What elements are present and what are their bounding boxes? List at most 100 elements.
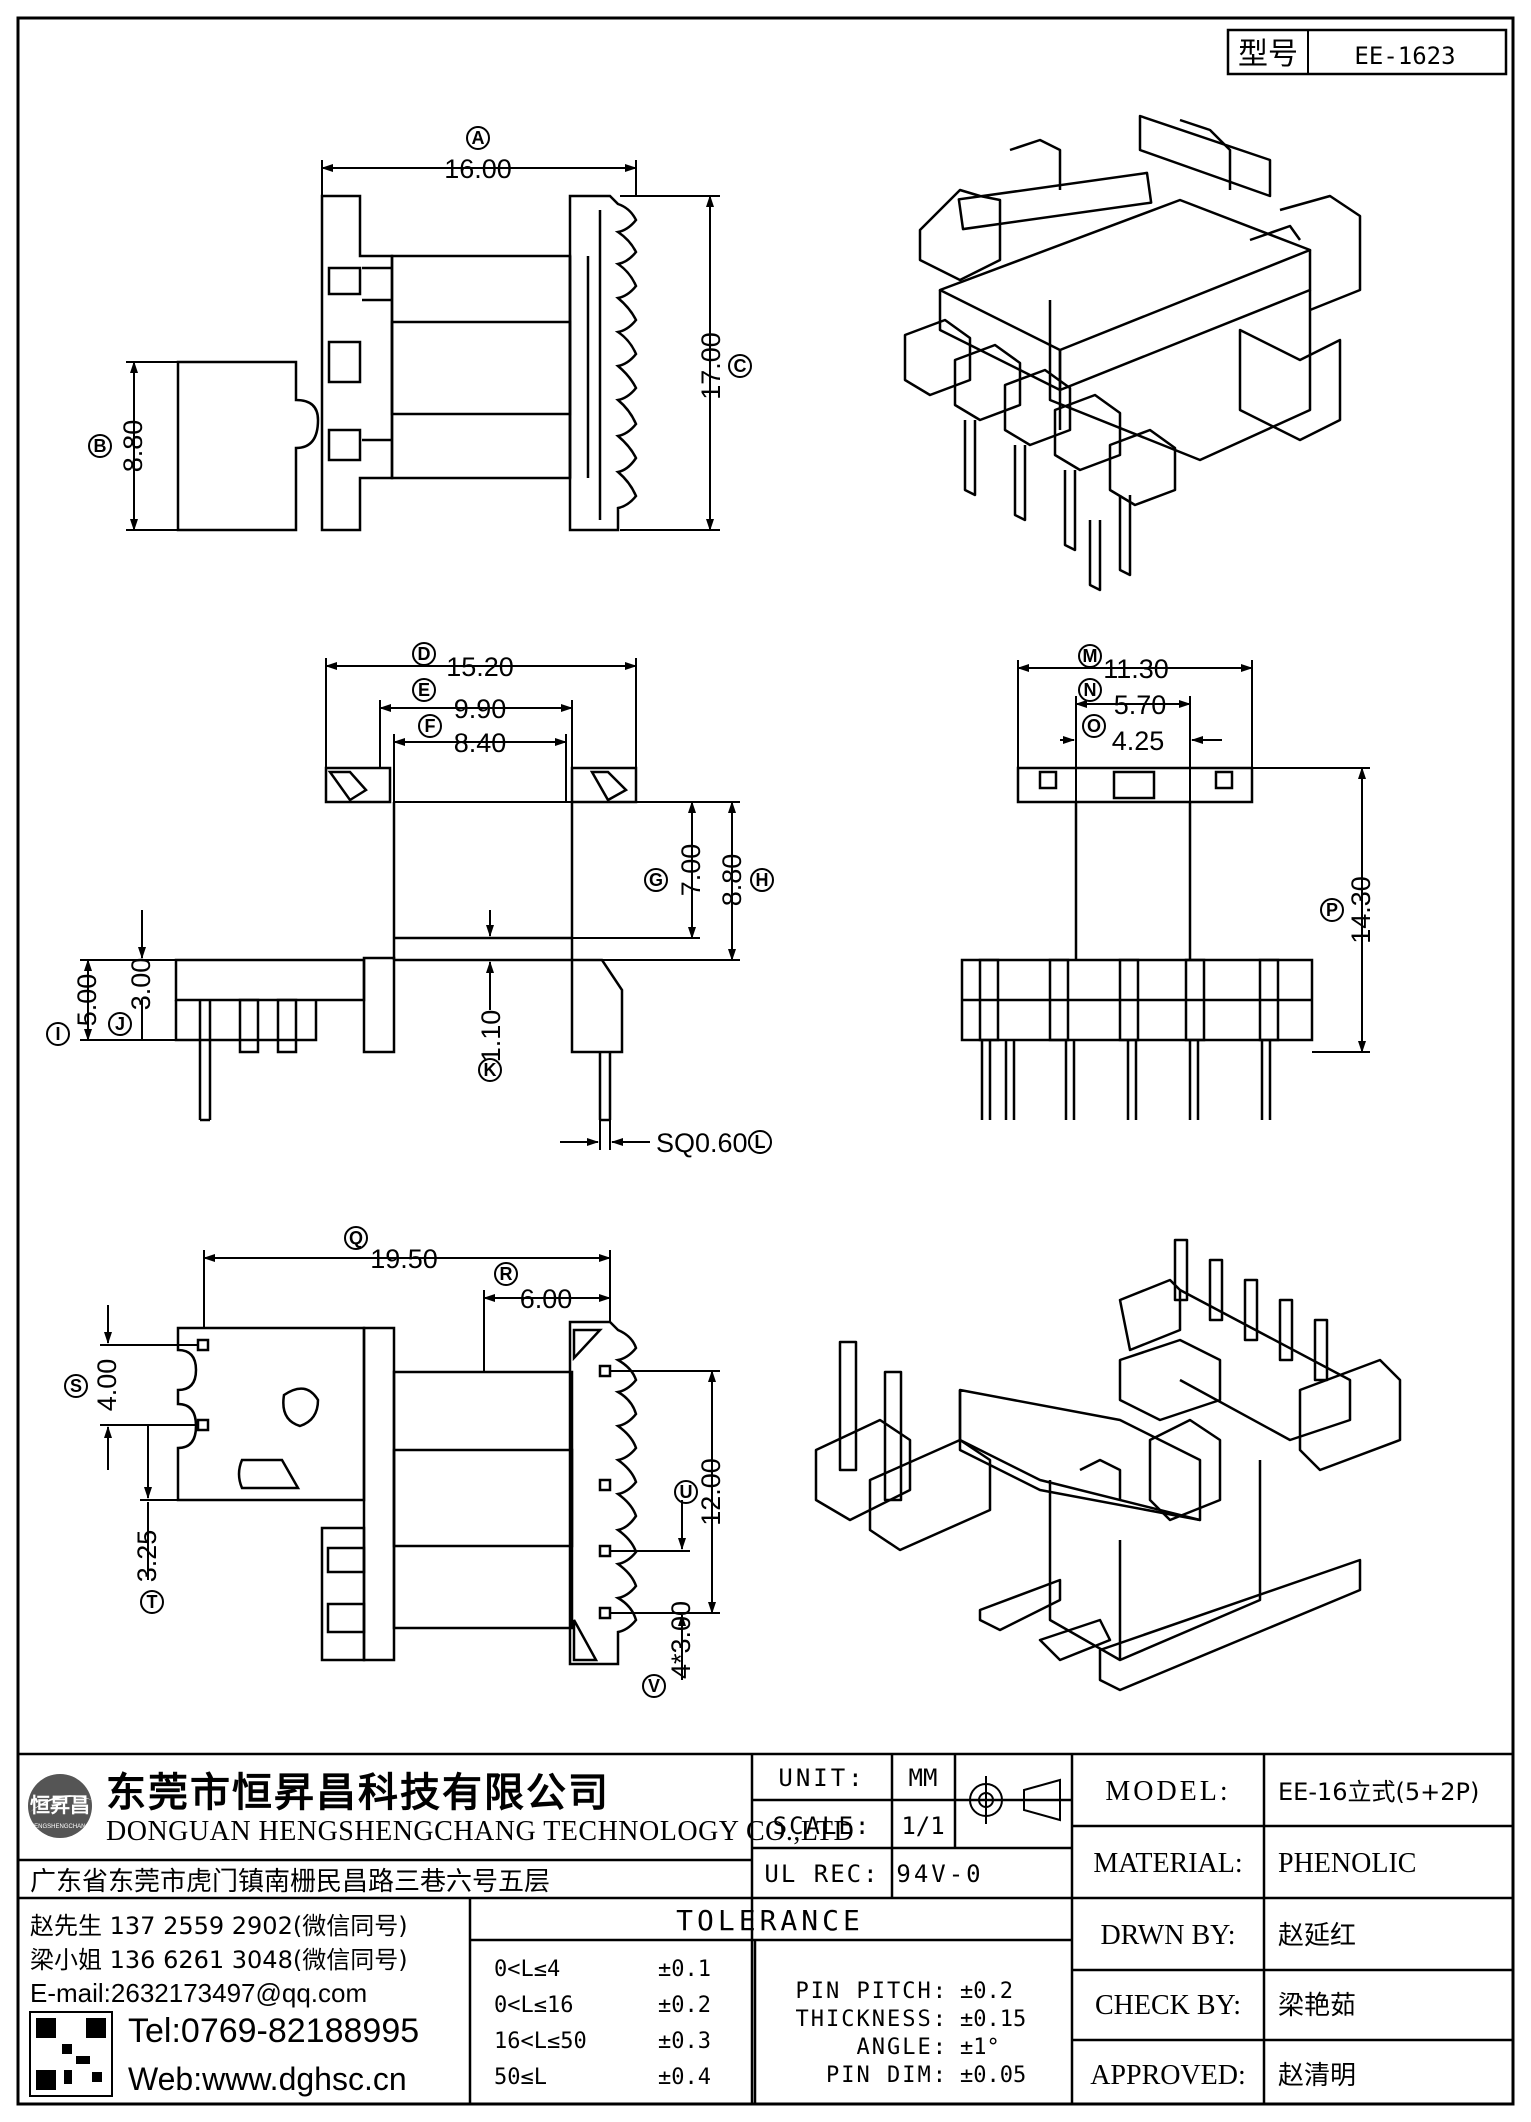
- svg-text:D: D: [418, 644, 431, 664]
- company-address: 广东省东莞市虎门镇南栅民昌路三巷六号五层: [30, 1867, 550, 1897]
- bubble-r: R: [494, 1262, 518, 1286]
- pin-dim-value: ±0.05: [960, 2063, 1026, 2088]
- outer-frame: [16, 16, 1515, 2106]
- qr-code-icon: [29, 2011, 113, 2097]
- drawn-by-value: 赵延红: [1278, 1921, 1356, 1951]
- bubble-e: E: [412, 678, 436, 702]
- dim-f-value: 8.40: [454, 728, 507, 758]
- dim-i-value: 5.00: [72, 974, 102, 1027]
- svg-text:E: E: [418, 680, 430, 700]
- isometric-view-top: [903, 114, 1362, 592]
- material-label: MATERIAL:: [1093, 1848, 1242, 1879]
- svg-text:C: C: [734, 356, 747, 376]
- svg-text:I: I: [55, 1024, 60, 1044]
- angle-value: ±1°: [960, 2035, 1000, 2060]
- contact-line-1: 赵先生 137 2559 2902(微信同号): [30, 1912, 408, 1940]
- material-value: PHENOLIC: [1278, 1848, 1416, 1879]
- bubble-u: U: [674, 1480, 698, 1504]
- dimension-bubbles: A B C D E F G H I J K L M N O P Q R S T …: [46, 126, 1344, 1698]
- dim-b-value: 8.80: [118, 420, 148, 473]
- isometric-view-bottom: [814, 1238, 1402, 1692]
- unit-value: MM: [909, 1764, 938, 1792]
- side-view: [960, 766, 1314, 1120]
- model-label: MODEL:: [1105, 1776, 1230, 1807]
- dim-c-value: 17.00: [696, 332, 726, 400]
- svg-text:A: A: [472, 128, 485, 148]
- title-block: [18, 1752, 1513, 2104]
- bottom-view: [176, 1320, 638, 1666]
- tol-value-4: ±0.4: [658, 2065, 711, 2090]
- scale-value: 1/1: [901, 1812, 944, 1840]
- tolerance-extra: PIN PITCH: ±0.2 THICKNESS: ±0.15 ANGLE: …: [796, 1979, 1027, 2088]
- bubble-c: C: [728, 354, 752, 378]
- thickness-value: ±0.15: [960, 2007, 1026, 2032]
- bubble-d: D: [412, 642, 436, 666]
- header-model-label: 型号: [1238, 37, 1298, 72]
- bubble-h: H: [750, 868, 774, 892]
- bubble-s: S: [64, 1374, 88, 1398]
- svg-text:P: P: [1326, 900, 1338, 920]
- contact-line-2: 梁小姐 136 6261 3048(微信同号): [30, 1946, 408, 1974]
- svg-text:J: J: [115, 1014, 125, 1034]
- header-model-box: 型号 EE-1623: [1226, 28, 1508, 76]
- contact-web: Web:www.dghsc.cn: [128, 2061, 407, 2097]
- company-name-cn: 东莞市恒昇昌科技有限公司: [106, 1770, 610, 1816]
- dim-a-value: 16.00: [444, 154, 512, 184]
- dim-r-value: 6.00: [520, 1284, 573, 1314]
- company-name-en: DONGUAN HENGSHENGCHANG TECHNOLOGY CO.,LT…: [106, 1816, 854, 1847]
- svg-text:M: M: [1083, 646, 1098, 666]
- bubble-g: G: [644, 868, 668, 892]
- approved-label: APPROVED:: [1090, 2060, 1246, 2091]
- dim-o-value: 4.25: [1112, 726, 1165, 756]
- model-value: EE-16立式(5+2P): [1278, 1778, 1479, 1806]
- pin-pitch-label: PIN PITCH:: [796, 1979, 948, 2004]
- dim-j-value: 3.00: [126, 958, 156, 1011]
- svg-text:G: G: [649, 870, 663, 890]
- tol-value-2: ±0.2: [658, 1993, 711, 2018]
- tol-range-4: 50≤L: [494, 2065, 547, 2090]
- front-view: [174, 766, 638, 1122]
- bubble-b: B: [88, 434, 112, 458]
- dim-s-value: 4.00: [92, 1359, 122, 1412]
- logo-subtext: HENGSHENGCHANG: [30, 1824, 91, 1830]
- bubble-v: V: [642, 1674, 666, 1698]
- bubble-j: J: [108, 1012, 132, 1036]
- dim-m-value: 11.30: [1103, 654, 1169, 684]
- dimension-labels: 16.00 17.00 8.80 15.20 9.90 8.40 7.00 8.…: [72, 154, 1376, 1679]
- bubble-i: I: [46, 1022, 70, 1046]
- tol-range-3: 16<L≤50: [494, 2029, 587, 2054]
- bubble-n: N: [1078, 678, 1102, 702]
- bubble-q: Q: [344, 1226, 368, 1250]
- top-view: [176, 194, 638, 532]
- unit-label: UNIT:: [778, 1764, 865, 1792]
- ul-label: UL REC:: [764, 1860, 879, 1888]
- bubble-p: P: [1320, 898, 1344, 922]
- dim-v-value: 4*3.00: [666, 1601, 696, 1679]
- bubble-m: M: [1078, 644, 1102, 668]
- svg-text:L: L: [755, 1132, 766, 1152]
- tolerance-table: 0<L≤4 ±0.1 0<L≤16 ±0.2 16<L≤50 ±0.3 50≤L…: [494, 1957, 711, 2090]
- ul-value: 94V-0: [896, 1860, 983, 1888]
- check-by-label: CHECK BY:: [1095, 1990, 1241, 2021]
- dim-e-value: 9.90: [454, 694, 507, 724]
- bubble-a: A: [466, 126, 490, 150]
- approved-value: 赵清明: [1278, 2061, 1356, 2091]
- company-logo: 恒昇昌 HENGSHENGCHANG: [28, 1774, 92, 1838]
- svg-text:K: K: [484, 1060, 497, 1080]
- thickness-label: THICKNESS:: [796, 2007, 948, 2032]
- dim-q-value: 19.50: [370, 1244, 438, 1274]
- dim-l-value: SQ0.60: [656, 1128, 748, 1158]
- header-model-number: EE-1623: [1354, 42, 1455, 70]
- dim-d-value: 15.20: [446, 652, 514, 682]
- logo-text: 恒昇昌: [30, 1793, 90, 1817]
- dim-p-value: 14.30: [1346, 876, 1376, 944]
- tolerance-title: TOLERANCE: [676, 1904, 864, 1937]
- pin-pitch-value: ±0.2: [960, 1979, 1013, 2004]
- dim-g-value: 7.00: [676, 844, 706, 897]
- contact-tel: Tel:0769-82188995: [128, 2012, 419, 2050]
- tol-range-2: 0<L≤16: [494, 1993, 573, 2018]
- contact-email: E-mail:2632173497@qq.com: [30, 1978, 367, 2008]
- dim-h-value: 8.80: [717, 854, 747, 907]
- svg-text:F: F: [425, 716, 436, 736]
- projection-symbol-icon: [962, 1776, 1061, 1824]
